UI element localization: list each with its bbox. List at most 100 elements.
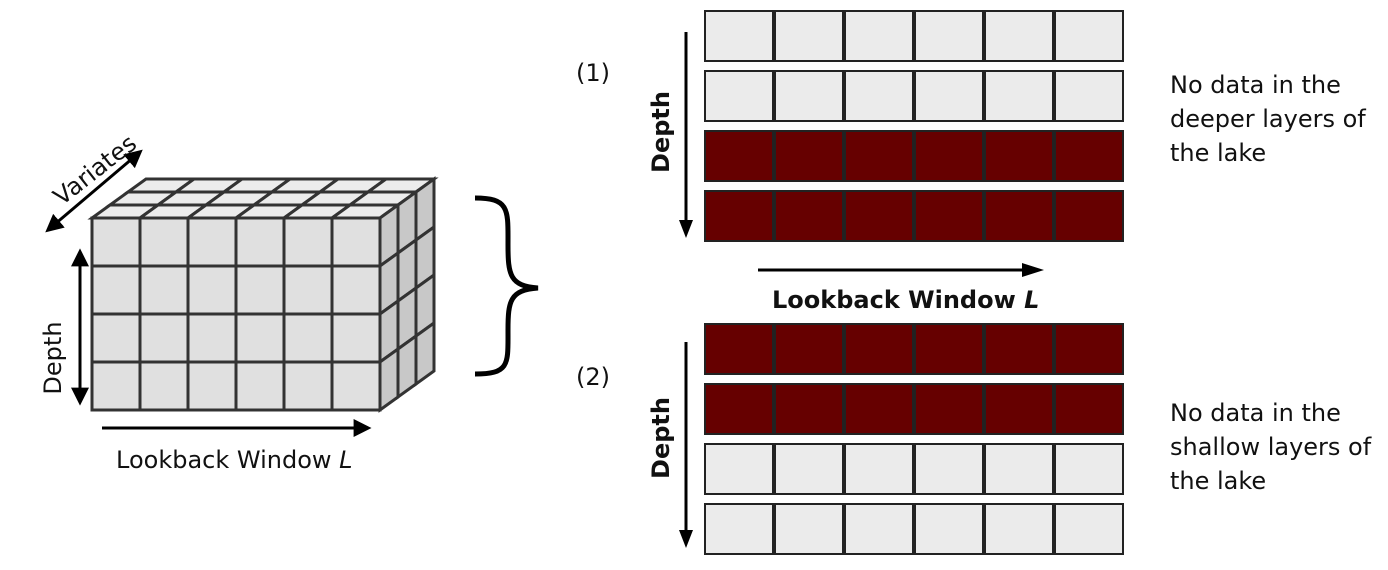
- cube-front-cell: [186, 312, 238, 364]
- cube-lookback-label: Lookback Window L: [116, 443, 353, 477]
- grid-cell-filled: [844, 130, 914, 182]
- panel1-index: (1): [576, 59, 610, 87]
- panel2-note: No data in the shallow layers of the lak…: [1170, 396, 1371, 498]
- grid-cell-empty: [914, 443, 984, 495]
- grid-cell-empty: [984, 10, 1054, 62]
- cube-side-cell: [414, 320, 436, 387]
- cube-depth-label: Depth: [39, 321, 67, 395]
- lookback-axis-arrow: [758, 263, 1044, 277]
- grid-cell-filled: [844, 383, 914, 435]
- grid-cell-filled: [704, 323, 774, 375]
- cube-front-cell: [138, 264, 190, 316]
- grid-cell-empty: [1054, 70, 1124, 122]
- grid-cell-filled: [844, 323, 914, 375]
- panel2-note-line: No data in the: [1170, 399, 1341, 427]
- cube-front-cell: [90, 216, 142, 268]
- cube-front-cell: [90, 360, 142, 412]
- cube-body: [87, 176, 439, 413]
- grid-cell-filled: [1054, 190, 1124, 242]
- lookback-axis-label: Lookback Window L: [772, 283, 1039, 317]
- grid-cell-filled: [914, 130, 984, 182]
- panel2-note-line: shallow layers of: [1170, 433, 1372, 461]
- grid-cell-filled: [774, 383, 844, 435]
- grid-cell-empty: [774, 503, 844, 555]
- cube-front-cell: [234, 216, 286, 268]
- cube-front-cell: [234, 264, 286, 316]
- panel1-grid: [704, 10, 1124, 250]
- panel1-note-line: No data in the: [1170, 71, 1341, 99]
- grid-cell-empty: [704, 443, 774, 495]
- grid-cell-filled: [774, 323, 844, 375]
- grid-cell-empty: [774, 443, 844, 495]
- grid-cell-filled: [984, 130, 1054, 182]
- grid-cell-filled: [1054, 323, 1124, 375]
- curly-brace: [474, 195, 539, 377]
- grid-cell-empty: [1054, 10, 1124, 62]
- panel1-depth-label: Depth: [647, 91, 675, 173]
- grid-cell-empty: [704, 503, 774, 555]
- grid-cell-empty: [774, 10, 844, 62]
- lookback-axis-text: Lookback Window: [772, 286, 1016, 314]
- cube-front-cell: [138, 360, 190, 412]
- grid-cell-empty: [844, 70, 914, 122]
- grid-cell-empty: [844, 10, 914, 62]
- grid-cell-filled: [704, 190, 774, 242]
- cube-front-cell: [330, 360, 382, 412]
- cube-front-cell: [234, 360, 286, 412]
- grid-cell-filled: [1054, 383, 1124, 435]
- panel1-depth-arrow: [679, 32, 693, 238]
- cube-front-cell: [282, 360, 334, 412]
- grid-cell-filled: [844, 190, 914, 242]
- grid-cell-empty: [844, 443, 914, 495]
- cube-front-cell: [330, 216, 382, 268]
- cube-front-cell: [234, 312, 286, 364]
- grid-cell-empty: [984, 503, 1054, 555]
- grid-cell-filled: [914, 190, 984, 242]
- grid-cell-empty: [704, 70, 774, 122]
- grid-cell-empty: [914, 70, 984, 122]
- grid-cell-filled: [704, 383, 774, 435]
- cube-front-cell: [330, 312, 382, 364]
- panel2-note-line: the lake: [1170, 467, 1267, 495]
- cube-front-cell: [90, 312, 142, 364]
- cube-lookback-text: Lookback Window: [116, 446, 332, 474]
- panel1-note-line: the lake: [1170, 139, 1267, 167]
- grid-cell-filled: [704, 130, 774, 182]
- grid-cell-filled: [914, 383, 984, 435]
- cube-front-cell: [138, 216, 190, 268]
- cube-front-cell: [138, 312, 190, 364]
- lookback-axis-symbol: L: [1024, 286, 1040, 314]
- panel2-depth-arrow: [679, 342, 693, 548]
- cube-front-cell: [282, 216, 334, 268]
- grid-cell-empty: [774, 70, 844, 122]
- cube-front-cell: [186, 360, 238, 412]
- cube-front-cell: [186, 264, 238, 316]
- grid-cell-filled: [984, 323, 1054, 375]
- grid-cell-empty: [984, 443, 1054, 495]
- panel1-note: No data in the deeper layers of the lake: [1170, 68, 1366, 170]
- grid-cell-empty: [1054, 503, 1124, 555]
- grid-cell-empty: [984, 70, 1054, 122]
- variates-arrow: [45, 149, 143, 233]
- panel2-index: (2): [576, 363, 610, 391]
- grid-cell-empty: [704, 10, 774, 62]
- grid-cell-filled: [1054, 130, 1124, 182]
- cube-front-cell: [186, 216, 238, 268]
- cube-front-cell: [330, 264, 382, 316]
- grid-cell-filled: [774, 130, 844, 182]
- cube-lookback-symbol: L: [339, 446, 353, 474]
- grid-cell-empty: [1054, 443, 1124, 495]
- cube-front-cell: [282, 312, 334, 364]
- grid-cell-filled: [774, 190, 844, 242]
- grid-cell-filled: [984, 190, 1054, 242]
- grid-cell-filled: [984, 383, 1054, 435]
- cube-front-cell: [90, 264, 142, 316]
- data-cube-illustration: [45, 149, 439, 437]
- grid-cell-empty: [914, 10, 984, 62]
- cube-front-cell: [282, 264, 334, 316]
- panel1-note-line: deeper layers of: [1170, 105, 1366, 133]
- grid-cell-empty: [914, 503, 984, 555]
- grid-cell-filled: [914, 323, 984, 375]
- grid-cell-empty: [844, 503, 914, 555]
